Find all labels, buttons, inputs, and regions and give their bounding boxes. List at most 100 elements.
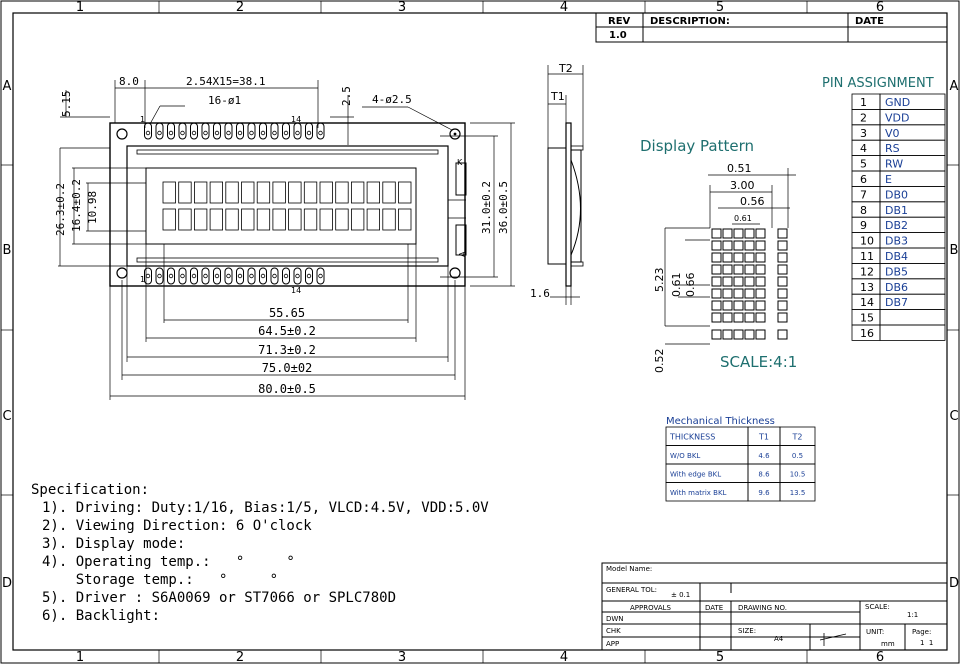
pin-hole-bottom	[226, 273, 231, 279]
thickness-title: Mechanical Thickness	[666, 416, 775, 427]
lcd-char-cell	[288, 181, 302, 204]
pin-number: 15	[860, 312, 874, 325]
dp-dim-0-52: 0.52	[653, 349, 666, 374]
pattern-dot	[744, 228, 755, 239]
thickness-value: 9.6	[758, 489, 770, 497]
pattern-dot	[733, 228, 744, 239]
spec-line-2: 2). Viewing Direction: 6 O'clock	[42, 518, 312, 534]
pattern-cursor-dot	[711, 329, 722, 340]
pin-hole-top	[214, 130, 220, 136]
pin-pad-top	[190, 122, 198, 140]
pin-pad-top	[316, 122, 325, 140]
pin-hole-top	[180, 130, 185, 136]
title-block	[601, 562, 948, 651]
pin-hole-bottom	[260, 273, 266, 279]
pin-14-bottom: 14	[291, 286, 301, 295]
pin-pad-top	[270, 122, 279, 140]
pin-pad-top	[282, 122, 290, 140]
pin-pad-top	[178, 122, 187, 140]
pin-pad-bottom	[224, 267, 233, 285]
pin-hole-bottom	[249, 273, 254, 279]
border-col-2-bottom: 2	[236, 650, 244, 665]
pin-hole-top	[306, 130, 312, 136]
border-col-5-bottom: 5	[716, 650, 724, 665]
description-header: DESCRIPTION:	[650, 16, 730, 27]
border-col-6-bottom: 6	[876, 650, 884, 665]
thickness-value: 8.6	[758, 471, 770, 479]
lcd-char-cell	[178, 208, 192, 231]
pin-pad-bottom	[144, 267, 152, 285]
lcd-char-cell	[303, 208, 318, 231]
dp-dim-0-56: 0.56	[740, 195, 765, 208]
pattern-dot	[733, 300, 744, 311]
pattern-dot	[755, 300, 766, 311]
pattern-cursor-dot	[777, 329, 788, 340]
lcd-char-cell	[162, 181, 176, 204]
lcd-char-cell	[350, 208, 365, 231]
pattern-dot	[733, 264, 744, 275]
spec-line-1: 1). Driving: Duty:1/16, Bias:1/5, VLCD:4…	[42, 500, 489, 516]
pin-pad-bottom	[178, 267, 187, 285]
pin-number: 6	[860, 173, 867, 186]
pattern-dot	[733, 276, 744, 287]
pattern-dot	[744, 300, 755, 311]
pattern-dot	[711, 276, 722, 287]
pin-function: DB2	[885, 219, 908, 232]
pin-hole-bottom	[283, 273, 289, 279]
lcd-char-cell	[209, 181, 224, 204]
pattern-dot	[711, 312, 722, 323]
pattern-dot	[777, 252, 788, 263]
border-col-2-top: 2	[236, 0, 244, 15]
pin-function: RS	[885, 142, 900, 155]
thickness-value: With edge BKL	[670, 471, 721, 479]
border-col-3-top: 3	[398, 0, 406, 15]
lcd-char-cell	[193, 208, 208, 231]
pin-1-top: 1	[140, 115, 145, 124]
pattern-dot	[744, 288, 755, 299]
dp-dim-0-66: 0.66	[684, 273, 697, 298]
pattern-dot	[722, 300, 733, 311]
dim-75-0: 75.0±02	[262, 361, 313, 375]
pin-hole-bottom	[237, 273, 243, 279]
pin-hole-top	[272, 130, 277, 136]
pin-14-top: 14	[291, 115, 301, 124]
rev-value: 1.0	[609, 30, 627, 41]
thickness-value: 13.5	[790, 489, 806, 497]
lcd-char-cell	[303, 181, 318, 204]
pin-hole-bottom	[145, 273, 151, 279]
lcd-char-cell	[178, 181, 192, 204]
revision-block: REV DESCRIPTION: DATE 1.0	[595, 12, 948, 43]
pin-pad-bottom	[190, 267, 198, 285]
lcd-char-cell	[398, 208, 412, 231]
pin-number: 13	[860, 281, 874, 294]
lcd-char-cell	[335, 208, 349, 231]
pin-function: DB0	[885, 188, 908, 201]
pattern-dot	[711, 288, 722, 299]
pin-hole-top	[226, 130, 231, 136]
tb-drawing-no: DRAWING NO.	[738, 604, 787, 612]
dim-2-5: 2.5	[340, 86, 353, 106]
pin-pad-top	[155, 122, 164, 140]
pin-number: 10	[860, 235, 874, 248]
pin-pad-bottom	[236, 267, 244, 285]
side-t1: T1	[550, 90, 565, 103]
pattern-dot	[711, 300, 722, 311]
tb-scale-label: SCALE:	[865, 603, 890, 611]
label-k: K	[457, 158, 463, 167]
border-row-d-left: D	[2, 576, 12, 591]
border-col-1-top: 1	[76, 0, 84, 15]
pattern-dot	[755, 288, 766, 299]
lcd-char-cell	[209, 208, 224, 231]
pin-cell-function	[879, 324, 946, 341]
thickness-cell	[779, 482, 816, 502]
pattern-dot	[755, 240, 766, 251]
spec-title: Specification:	[31, 482, 149, 498]
dp-dim-3-00: 3.00	[730, 179, 755, 192]
pin-pad-bottom	[259, 267, 267, 285]
pin-hole-top	[145, 130, 151, 136]
pin-assignment-title: PIN ASSIGNMENT	[822, 76, 934, 91]
pin-hole-bottom	[318, 273, 323, 279]
specification: Specification: 1). Driving: Duty:1/16, B…	[31, 482, 489, 624]
dp-scale: SCALE:4:1	[720, 353, 797, 371]
pin-function: DB1	[885, 204, 908, 217]
